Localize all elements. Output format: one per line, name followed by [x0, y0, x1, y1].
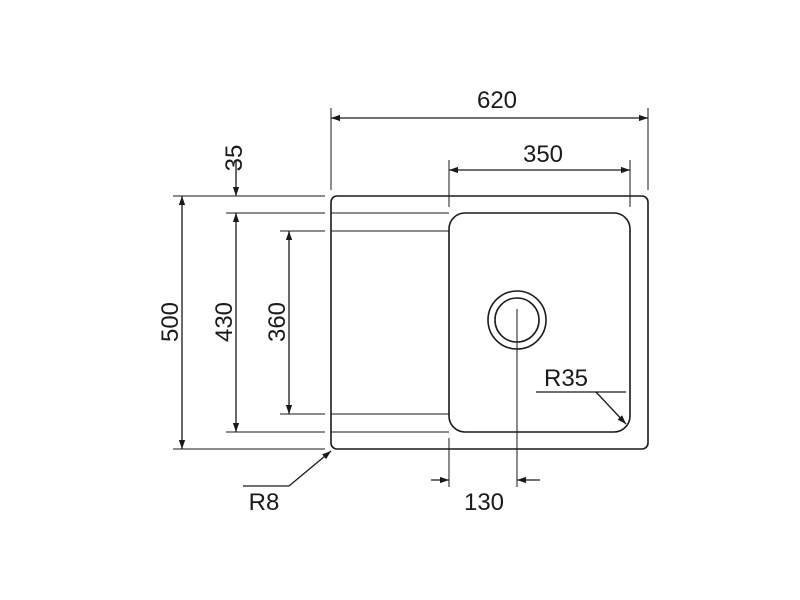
label-total-depth: 500 — [157, 302, 184, 342]
label-drain-offset: 130 — [464, 489, 504, 516]
bowl-outline — [448, 212, 631, 433]
dim-r8-arrow — [288, 450, 332, 487]
dimension-labels: 620 350 35 500 430 360 130 R35 R8 — [157, 87, 588, 516]
label-bowl-depth: 360 — [264, 302, 291, 342]
label-drainer-depth: 430 — [211, 302, 238, 342]
label-corner-radius: R8 — [249, 489, 280, 516]
sink-outline — [330, 195, 649, 450]
label-bowl-width: 350 — [523, 141, 563, 168]
dim-r35-arrow — [595, 391, 627, 425]
label-top-offset: 35 — [221, 145, 248, 172]
label-total-width: 620 — [477, 87, 517, 114]
sink-outer-edge — [330, 195, 649, 450]
dimension-lines — [178, 114, 648, 487]
label-bowl-radius: R35 — [544, 365, 588, 392]
